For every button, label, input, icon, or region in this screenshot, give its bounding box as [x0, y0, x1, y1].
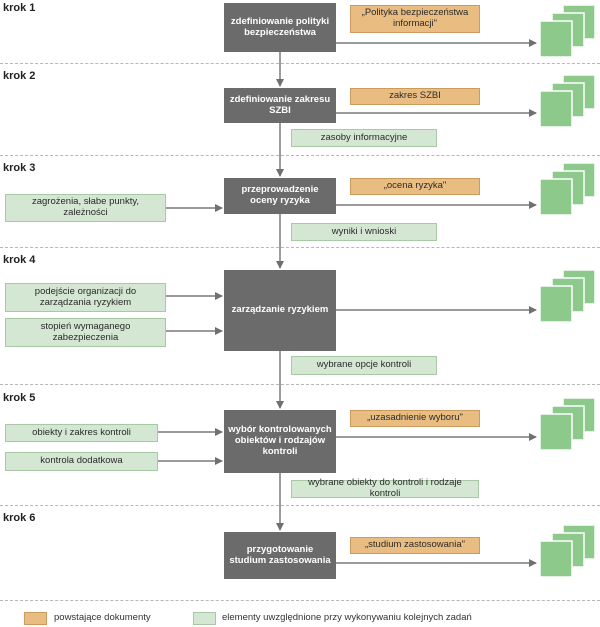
- document-stack-6: [539, 524, 596, 578]
- process-box-1: zdefiniowanie polityki bezpieczeństwa: [224, 3, 336, 52]
- document-stack-5: [539, 397, 596, 451]
- document-box-5: „uzasadnienie wyboru": [350, 410, 480, 427]
- step-label-5: krok 5: [3, 392, 36, 404]
- element-box-control-options: wybrane opcje kontroli: [291, 356, 437, 375]
- element-box-approach: podejście organizacji do zarządzania ryz…: [5, 283, 166, 312]
- element-box-resources: zasoby informacyjne: [291, 129, 437, 147]
- element-box-results: wyniki i wnioski: [291, 223, 437, 241]
- element-box-objects-scope: obiekty i zakres kontroli: [5, 424, 158, 442]
- step-separator: [0, 247, 600, 248]
- document-stack-1: [539, 4, 596, 58]
- step-separator: [0, 505, 600, 506]
- legend-swatch-documents: [24, 612, 47, 625]
- document-box-3: „ocena ryzyka": [350, 178, 480, 195]
- document-box-1: „Polityka bezpieczeństwa informacji": [350, 5, 480, 33]
- document-stack-3: [539, 162, 596, 216]
- legend-label-elements: elementy uwzględnione przy wykonywaniu k…: [222, 612, 472, 623]
- step-label-6: krok 6: [3, 512, 36, 524]
- element-box-additional-control: kontrola dodatkowa: [5, 452, 158, 471]
- document-stack-2: [539, 74, 596, 128]
- document-box-6: „studium zastosowania": [350, 537, 480, 554]
- step-label-3: krok 3: [3, 162, 36, 174]
- process-box-5: wybór kontrolowanych obiektów i rodzajów…: [224, 410, 336, 473]
- step-label-1: krok 1: [3, 2, 36, 14]
- legend-swatch-elements: [193, 612, 216, 625]
- step-label-2: krok 2: [3, 70, 36, 82]
- step-separator: [0, 155, 600, 156]
- process-box-6: przygotowanie studium zastosowania: [224, 532, 336, 579]
- document-stack-4: [539, 269, 596, 323]
- process-box-4: zarządzanie ryzykiem: [224, 270, 336, 351]
- step-separator: [0, 384, 600, 385]
- step-separator: [0, 63, 600, 64]
- element-box-selected-objects: wybrane obiekty do kontroli i rodzaje ko…: [291, 477, 479, 499]
- step-label-4: krok 4: [3, 254, 36, 266]
- legend-label-documents: powstające dokumenty: [54, 612, 151, 623]
- process-box-2: zdefiniowanie zakresu SZBI: [224, 88, 336, 123]
- element-box-protection-level: stopień wymaganego zabezpieczenia: [5, 318, 166, 347]
- process-box-3: przeprowadzenie oceny ryzyka: [224, 178, 336, 214]
- document-box-2: zakres SZBI: [350, 88, 480, 105]
- element-box-threats: zagrożenia, słabe punkty, zależności: [5, 194, 166, 222]
- legend-separator: [0, 600, 600, 601]
